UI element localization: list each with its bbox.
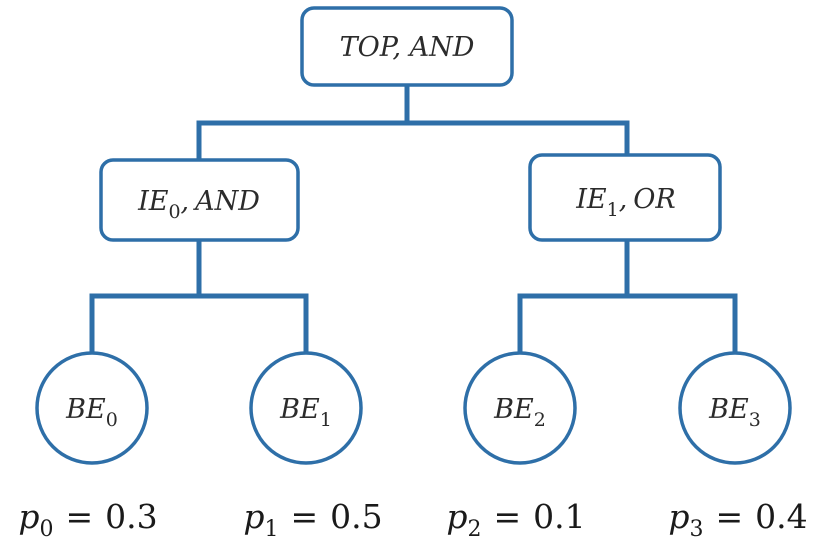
p0-var: p — [18, 497, 39, 536]
connector-ie1-to-be — [517, 237, 738, 366]
probability-2: p2 = 0.1 — [446, 497, 585, 542]
ie0-comma: , — [181, 186, 190, 217]
be2-circle — [463, 351, 577, 465]
probability-3: p3 = 0.4 — [668, 497, 807, 542]
ie0-box — [99, 158, 300, 242]
be0-label: BE0 — [65, 394, 118, 431]
ie1-name: IE — [575, 184, 607, 215]
be2-label: BE2 — [493, 394, 546, 431]
p1-value: 0.5 — [330, 497, 382, 536]
basic-event-2: BE2 — [463, 351, 577, 465]
be1-circle — [249, 351, 363, 465]
ie1-gate-type: OR — [633, 184, 675, 215]
intermediate-event-1: IE1,OR — [528, 153, 722, 242]
be1-index: 1 — [320, 409, 332, 431]
basic-event-0: BE0 — [35, 351, 149, 465]
p2-index: 2 — [467, 517, 481, 542]
probability-0: p0 = 0.3 — [18, 497, 157, 542]
be0-circle — [35, 351, 149, 465]
top-gate-box — [300, 6, 514, 87]
connectors — [89, 82, 738, 366]
be3-index: 3 — [749, 409, 761, 431]
be0-name: BE — [65, 394, 106, 425]
connector-ie0-to-be — [89, 237, 309, 366]
p3-equals: = — [715, 497, 743, 536]
basic-event-3: BE3 — [678, 351, 792, 465]
ie1-index: 1 — [607, 199, 619, 221]
p3-index: 3 — [689, 517, 703, 542]
p2-var: p — [446, 497, 467, 536]
p1-index: 1 — [264, 517, 278, 542]
p2-equals: = — [493, 497, 521, 536]
p3-var: p — [668, 497, 689, 536]
be2-index: 2 — [534, 409, 546, 431]
top-gate: TOP, AND — [300, 6, 514, 87]
be3-label: BE3 — [708, 394, 761, 431]
p0-value: 0.3 — [105, 497, 157, 536]
probabilities: p0=0.3 p1=0.5 p2=0.1 p3=0.4 — [18, 497, 807, 542]
p1-equals: = — [290, 497, 318, 536]
p3-value: 0.4 — [755, 497, 807, 536]
ie1-box — [528, 153, 722, 242]
p2-value: 0.1 — [533, 497, 585, 536]
intermediate-event-0: IE0,AND — [99, 158, 300, 242]
basic-event-1: BE1 — [249, 351, 363, 465]
be1-name: BE — [279, 394, 320, 425]
probability-1: p1 = 0.5 — [243, 497, 382, 542]
connector-top-to-gates — [196, 82, 630, 163]
p0-index: 0 — [39, 517, 53, 542]
p1-var: p — [243, 497, 264, 536]
ie1-label: IE1,OR — [575, 184, 676, 221]
be2-name: BE — [493, 394, 534, 425]
ie0-label: IE0,AND — [137, 186, 260, 223]
p0-equals: = — [65, 497, 93, 536]
ie0-gate-type: AND — [192, 186, 260, 217]
ie0-index: 0 — [168, 201, 180, 223]
ie0-name: IE — [137, 186, 169, 217]
be0-index: 0 — [106, 409, 118, 431]
be3-circle — [678, 351, 792, 465]
be1-label: BE1 — [279, 394, 332, 431]
ie1-comma: , — [619, 184, 628, 215]
be3-name: BE — [708, 394, 749, 425]
top-gate-label: TOP, AND — [340, 32, 475, 63]
